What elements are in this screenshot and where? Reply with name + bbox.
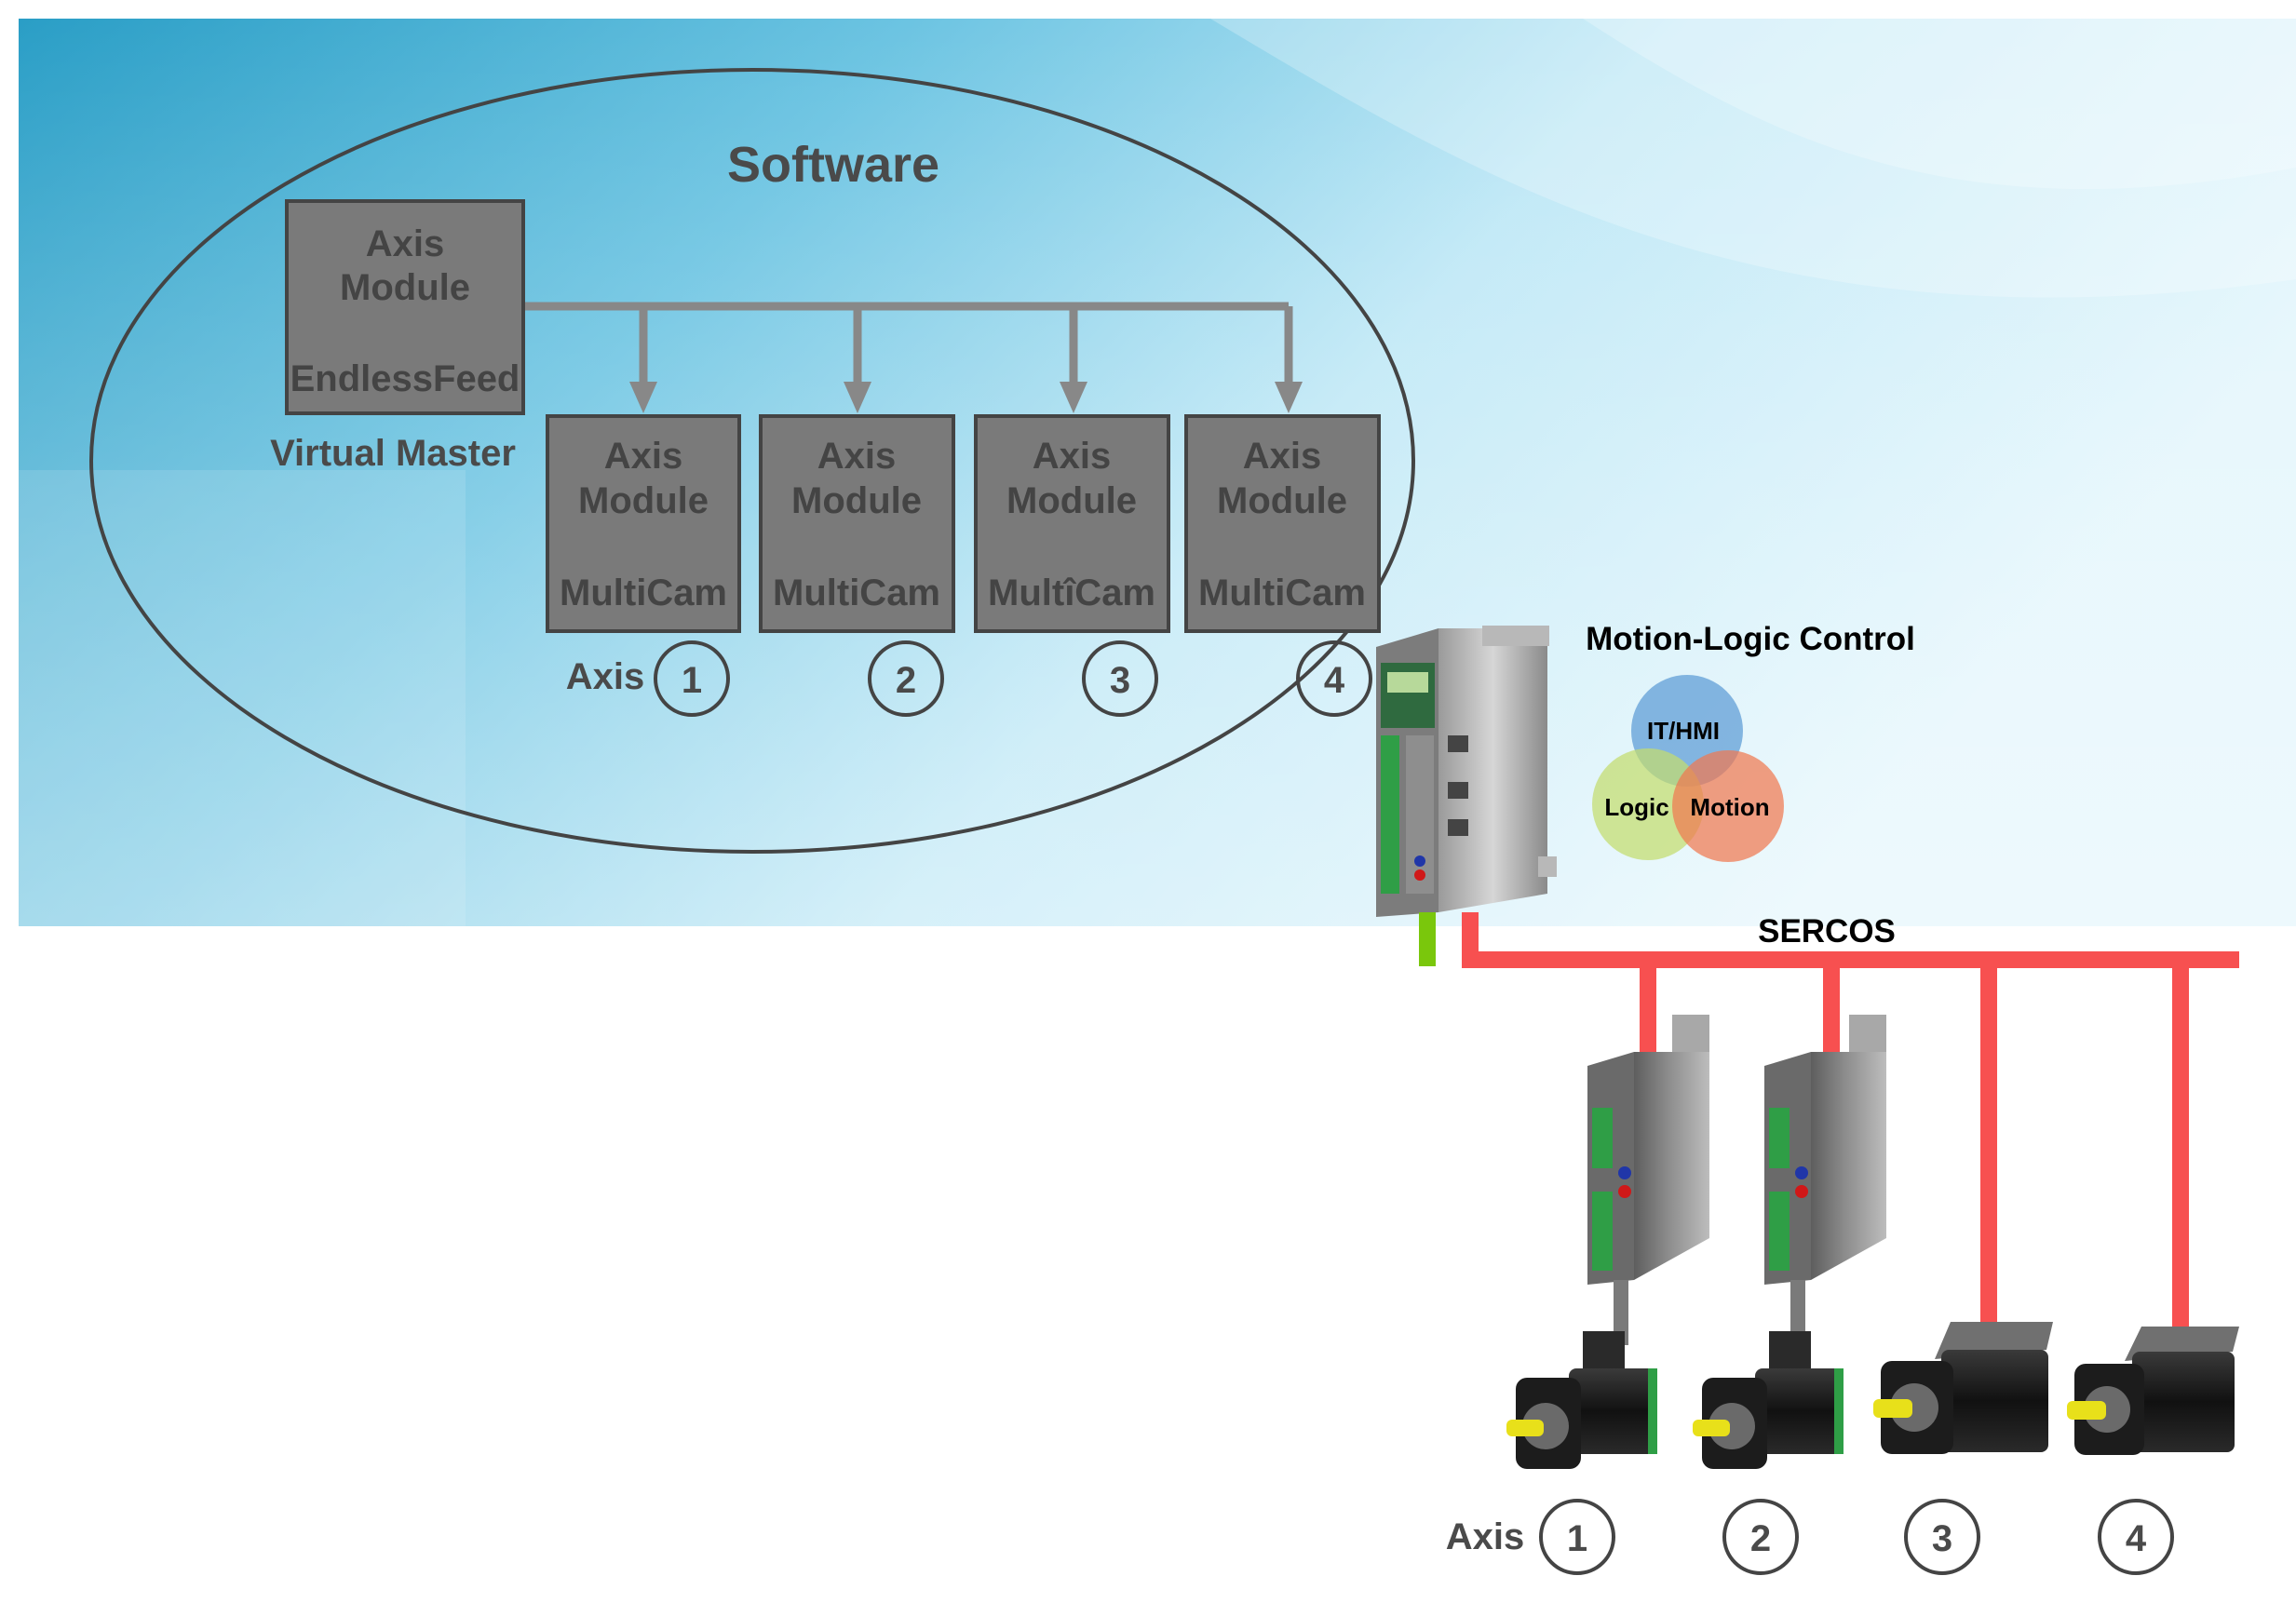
module-line-2: Module	[791, 480, 922, 521]
controller-unit-icon	[1376, 626, 1557, 917]
axis-number: 1	[682, 660, 702, 701]
drive-unit-icon-1	[1587, 1015, 1709, 1345]
axis-number: 4	[2126, 1518, 2147, 1559]
module-line-1: Axis	[817, 436, 897, 477]
module-line-2: Module	[1217, 480, 1347, 521]
axis-number: 1	[1567, 1518, 1587, 1559]
hardware-axis-badge-1: 1	[1539, 1499, 1615, 1575]
venn-label-it-hmi: IT/HMI	[1647, 717, 1720, 745]
background-light-streak	[1210, 19, 2296, 298]
arrow-head	[1060, 382, 1087, 413]
venn-label-motion: Motion	[1690, 793, 1769, 821]
software-axis-label: Axis	[566, 656, 645, 697]
software-axis-badge-2: 2	[868, 640, 944, 717]
axis-module-4: Axis Module MultiCam	[1184, 414, 1381, 633]
module-line-2: Module	[1006, 480, 1137, 521]
arrow-head	[1275, 382, 1303, 413]
software-axis-badge-3: 3	[1082, 640, 1158, 717]
module-line-3: MultiCam	[560, 572, 727, 613]
sercos-label: SERCOS	[1758, 913, 1896, 950]
background-pane	[19, 470, 466, 926]
axis-number: 3	[1932, 1518, 1952, 1559]
motor-icon-1	[1506, 1331, 1657, 1469]
module-line-1: Axis	[1033, 436, 1112, 477]
module-line-1: Axis	[366, 223, 445, 264]
axis-number: 3	[1110, 660, 1130, 701]
software-axis-badge-4: 4	[1296, 640, 1372, 717]
drive-unit-icon-2	[1764, 1015, 1886, 1345]
venn-circle-motion	[1672, 750, 1784, 862]
module-line-3: MultiCam	[1198, 572, 1366, 613]
sercos-bus	[1462, 912, 2239, 1331]
master-connector	[523, 302, 1293, 382]
axis-number: 2	[1750, 1518, 1771, 1559]
module-line-3: MultiCam	[773, 572, 940, 613]
controller-title: Motion-Logic Control	[1586, 621, 1915, 657]
module-line-3: EndlessFeed	[290, 358, 520, 399]
sercos-drop	[1640, 968, 1656, 1052]
capability-venn: IT/HMI Logic Motion	[1592, 675, 1784, 862]
module-line-1: Axis	[1243, 436, 1322, 477]
axis-number: 2	[896, 660, 916, 701]
motor-icon-2	[1693, 1331, 1844, 1469]
motor-icon-3	[1873, 1322, 2053, 1454]
hardware-axis-label: Axis	[1446, 1516, 1525, 1557]
hardware-axis-badge-2: 2	[1722, 1499, 1799, 1575]
hardware-axis-badge-3: 3	[1904, 1499, 1980, 1575]
ethernet-cable	[1419, 912, 1436, 966]
axis-module-2: Axis Module MultiCam	[759, 414, 955, 633]
sercos-trunk	[1462, 951, 2239, 968]
sercos-drop	[1462, 912, 1479, 959]
sercos-drop	[1823, 968, 1840, 1052]
sercos-drop	[2172, 968, 2189, 1331]
axis-module-1: Axis Module MultiCam	[546, 414, 741, 633]
module-line-1: Axis	[604, 436, 683, 477]
sercos-drop	[1980, 968, 1997, 1327]
axis-number: 4	[1324, 660, 1345, 701]
arrow-head	[629, 382, 657, 413]
module-line-2: Module	[578, 480, 709, 521]
venn-label-logic: Logic	[1604, 793, 1668, 821]
background-light-streak	[1583, 19, 2296, 190]
axis-module-3: Axis Module MultîCam	[974, 414, 1170, 633]
software-axis-badge-1: 1	[654, 640, 730, 717]
master-connector-arrows	[629, 382, 1303, 413]
motor-icon-4	[2067, 1327, 2239, 1455]
module-line-3: MultîCam	[988, 572, 1155, 613]
arrow-head	[844, 382, 871, 413]
venn-circle-logic	[1592, 748, 1704, 860]
software-label: Software	[727, 137, 939, 193]
hardware-axis-badge-4: 4	[2098, 1499, 2174, 1575]
virtual-master-label: Virtual Master	[270, 433, 516, 474]
virtual-master-module: Axis Module EndlessFeed	[285, 199, 525, 415]
module-line-2: Module	[340, 267, 470, 308]
software-ellipse	[89, 68, 1415, 854]
